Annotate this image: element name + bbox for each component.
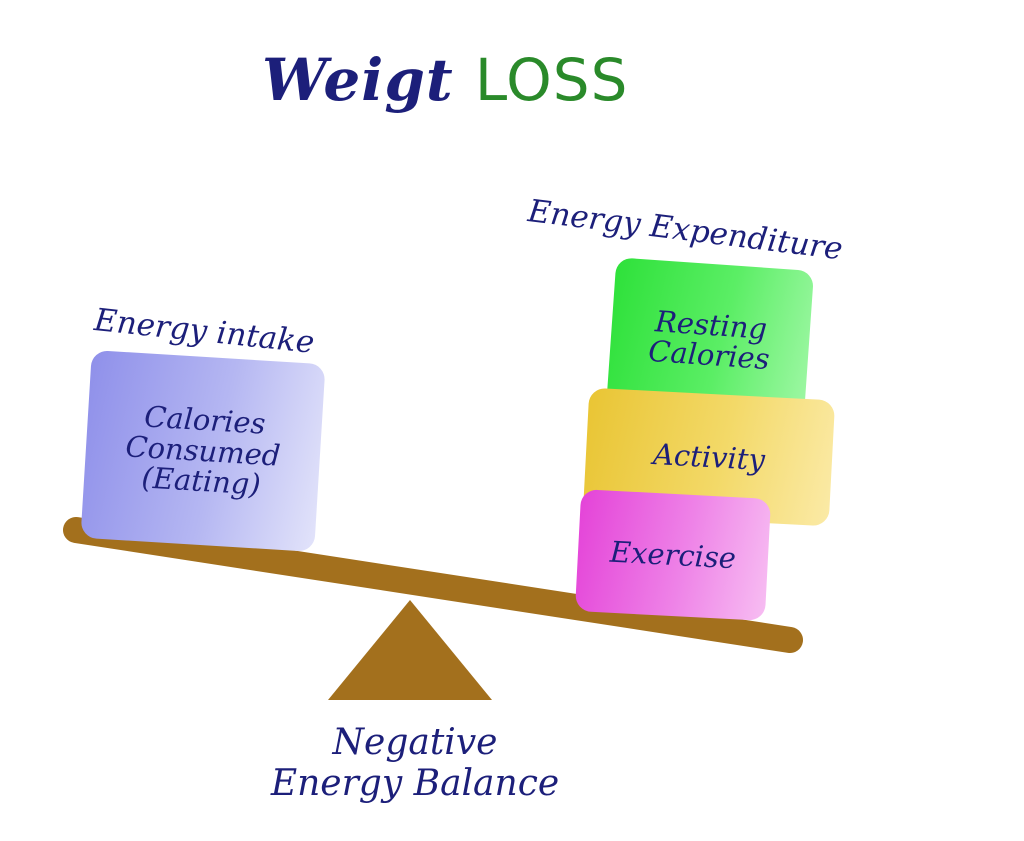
exercise-text: Exercise — [609, 534, 737, 576]
scale-beam — [63, 517, 803, 653]
title-word-loss: LOSS — [474, 46, 629, 114]
fulcrum-triangle — [328, 600, 492, 700]
resting-calories-text: Resting Calories — [647, 303, 771, 377]
calories-consumed-text: Calories Consumed (Eating) — [124, 399, 282, 502]
activity-text: Activity — [652, 436, 766, 477]
exercise-box: Exercise — [574, 489, 772, 621]
balance-line-2: Energy Balance — [270, 763, 560, 805]
title-word-weight: Weigt — [262, 46, 454, 114]
balance-line-1: Negative — [332, 722, 498, 763]
calories-consumed-box: Calories Consumed (Eating) — [80, 350, 326, 552]
diagram-title: Weigt LOSS — [262, 46, 628, 114]
negative-energy-balance-label: Negative Energy Balance — [230, 722, 600, 805]
